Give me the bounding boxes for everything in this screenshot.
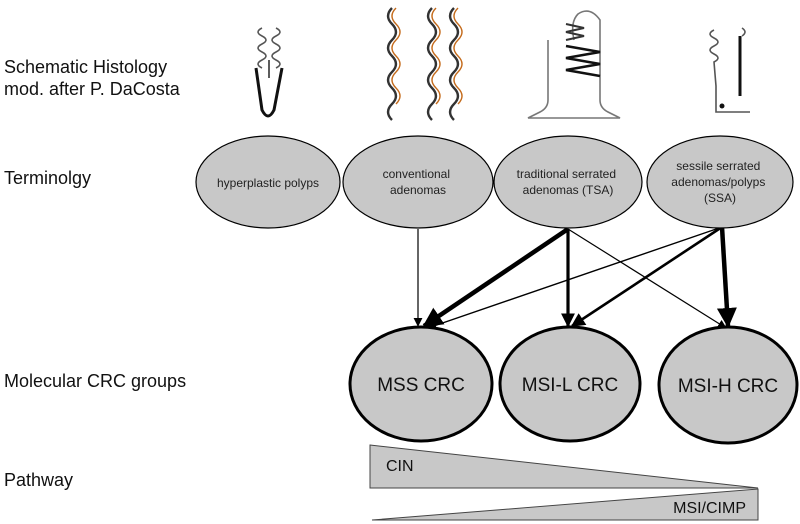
histology-row-label: Schematic Histology mod. after P. DaCost…	[4, 56, 180, 100]
pathway-msi-cimp-label: MSI/CIMP	[673, 500, 746, 517]
arrow-tsa-to-mss	[422, 227, 570, 328]
arrow-ssa-to-mss	[427, 226, 723, 330]
molecular-node-mss: MSS CRC	[348, 325, 494, 443]
pathway-cin-wedge: CIN	[369, 444, 759, 489]
arrows	[413, 225, 737, 330]
arrow-ssa-to-msil	[570, 225, 723, 328]
svg-text:sessile serrated adenoma: sessile serrated adenomas/polyps (SSA)	[671, 159, 768, 205]
terminology-label: adenomas	[390, 183, 446, 197]
histology-conventional-adenoma-icon	[386, 7, 463, 121]
terminology-node-ssa: sessile serrated adenomas/polyps (SSA)	[646, 135, 794, 229]
terminology-node-conventional: conventional adenomas	[342, 135, 494, 229]
terminology-node-hyperplastic: hyperplastic polyps	[195, 135, 341, 229]
histology-label-line1: Schematic Histology	[4, 57, 168, 77]
terminology-label: (SSA)	[704, 191, 736, 205]
histology-tsa-icon	[527, 10, 621, 119]
terminology-label: adenomas (TSA)	[523, 183, 614, 197]
terminology-label: hyperplastic polyps	[217, 176, 319, 190]
terminology-row-label: Terminolgy	[4, 168, 92, 188]
molecular-row-label: Molecular CRC groups	[4, 371, 187, 391]
pathway-msi-cimp-wedge: MSI/CIMP	[371, 488, 759, 521]
histology-hyperplastic-icon	[254, 27, 284, 118]
terminology-node-tsa: traditional serrated adenomas (TSA)	[493, 135, 643, 229]
svg-text:conventional adenomas: conventional adenomas	[383, 167, 454, 197]
molecular-label: MSI-L CRC	[522, 375, 618, 396]
svg-text:hyperplastic polyps: hyperplastic polyps	[217, 176, 319, 190]
histology-ssa-icon	[709, 27, 750, 113]
molecular-node-msih: MSI-H CRC	[657, 325, 799, 445]
svg-text:traditional serrated ade: traditional serrated adenomas (TSA)	[517, 167, 620, 197]
terminology-label: conventional	[383, 167, 450, 181]
pathway-cin-label: CIN	[386, 458, 414, 475]
terminology-label: traditional serrated	[517, 167, 616, 181]
arrow-tsa-to-msih	[567, 228, 727, 329]
terminology-label: adenomas/polyps	[671, 175, 765, 189]
histology-label-line2: mod. after P. DaCosta	[4, 79, 180, 99]
molecular-label: MSI-H CRC	[678, 376, 778, 397]
molecular-node-msil: MSI-L CRC	[498, 325, 642, 443]
arrow-ssa-to-msih	[716, 226, 737, 328]
pathway-row-label: Pathway	[4, 470, 74, 490]
terminology-label: sessile serrated	[676, 159, 760, 173]
molecular-label: MSS CRC	[377, 375, 465, 396]
